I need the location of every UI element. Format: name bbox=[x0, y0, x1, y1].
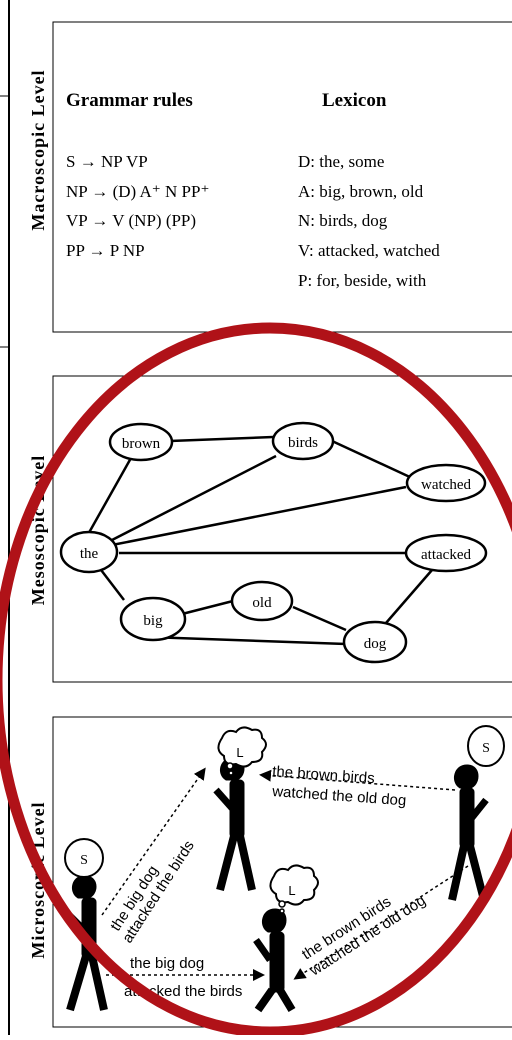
red-highlight-circle bbox=[0, 322, 512, 1038]
rule-2: NP → (D) A⁺ N PP⁺ bbox=[66, 182, 209, 201]
node-birds-label: birds bbox=[288, 435, 318, 451]
node-dog: dog bbox=[342, 620, 408, 664]
arrow-right-to-bottom bbox=[293, 865, 469, 980]
lexicon-entry-1: D: the, some bbox=[298, 152, 384, 171]
message-arrows bbox=[101, 767, 469, 981]
lexicon-entry-5: P: for, beside, with bbox=[298, 271, 427, 290]
node-brown: brown bbox=[108, 422, 174, 462]
msg-top-line2: watched the old dog bbox=[271, 783, 407, 809]
agent-speaker-right bbox=[448, 764, 489, 902]
node-birds: birds bbox=[271, 421, 335, 461]
node-big: big bbox=[119, 596, 187, 642]
network-edges bbox=[84, 435, 433, 646]
node-brown-label: brown bbox=[122, 436, 161, 452]
lexicon-entry-4: V: attacked, watched bbox=[298, 241, 440, 260]
agent-listener-top bbox=[213, 757, 256, 892]
node-watched: watched bbox=[405, 463, 487, 503]
msg-bottom-line1: the big dog bbox=[130, 955, 204, 972]
node-old: old bbox=[230, 580, 294, 622]
edge-big-dog bbox=[147, 635, 347, 646]
thought-bubble-top-label: L bbox=[236, 745, 243, 760]
edge-the-watched bbox=[111, 485, 407, 547]
lexicon-entry-3: N: birds, dog bbox=[298, 211, 388, 230]
edge-the-big bbox=[97, 565, 125, 601]
meso-panel bbox=[52, 375, 512, 683]
rule-3: VP → V (NP) (PP) bbox=[66, 211, 196, 230]
rule-4: PP → P NP bbox=[66, 241, 145, 260]
rule-1: S → NP VP bbox=[66, 152, 148, 171]
macro-panel bbox=[52, 21, 512, 333]
edge-big-old bbox=[181, 599, 234, 616]
edge-old-dog bbox=[292, 605, 347, 632]
grammar-rules-header: Grammar rules bbox=[66, 90, 193, 111]
thought-bubble-bottom-label: L bbox=[288, 883, 295, 898]
speech-bubble-left-label: S bbox=[80, 853, 88, 868]
arrow-right-to-top bbox=[259, 769, 456, 791]
edge-dog-attacked bbox=[385, 569, 433, 624]
thought-bubble-top: L bbox=[217, 726, 267, 776]
node-attacked: attacked bbox=[404, 533, 488, 573]
speech-bubble-left: S bbox=[64, 838, 104, 878]
node-the-label: the bbox=[80, 546, 99, 562]
lexicon-header: Lexicon bbox=[322, 90, 387, 111]
edge-the-birds bbox=[111, 454, 277, 542]
node-dog-label: dog bbox=[364, 636, 387, 652]
node-watched-label: watched bbox=[421, 477, 471, 493]
speech-bubble-right: S bbox=[467, 725, 505, 767]
node-attacked-label: attacked bbox=[421, 547, 471, 563]
edge-brown-the bbox=[84, 457, 133, 539]
lexicon-entry-2: A: big, brown, old bbox=[298, 182, 424, 201]
network-nodes: brown birds watched the attacked old big bbox=[59, 421, 488, 664]
node-old-label: old bbox=[252, 595, 272, 611]
speech-bubble-right-label: S bbox=[482, 741, 490, 756]
node-big-label: big bbox=[143, 613, 163, 629]
thought-bubble-bottom: L bbox=[269, 864, 319, 914]
agent-listener-bottom bbox=[253, 908, 296, 1013]
message-texts: the brown birds watched the old dog the … bbox=[107, 763, 429, 1000]
edge-birds-watched bbox=[331, 439, 413, 480]
level-label-macro: Macroscopic Level bbox=[28, 69, 48, 230]
edge-brown-birds bbox=[169, 435, 274, 443]
node-the: the bbox=[59, 530, 119, 574]
